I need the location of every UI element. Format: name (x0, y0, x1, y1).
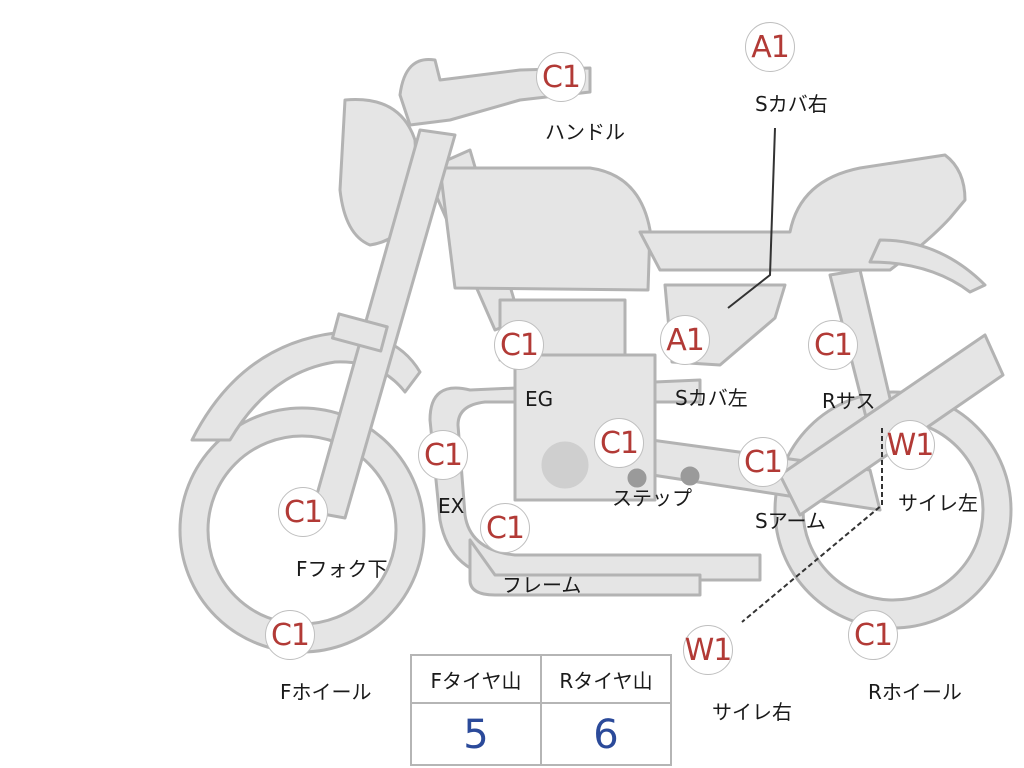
rear-tire-header: Rタイヤ山 (540, 656, 670, 702)
label-exhaust: EX (438, 494, 465, 518)
tire-table-values: 5 6 (412, 704, 670, 766)
marker-swingarm: C1 (738, 437, 788, 487)
marker-front-wheel: C1 (265, 610, 315, 660)
front-tire-header: Fタイヤ山 (430, 668, 522, 693)
marker-front-fork: C1 (278, 487, 328, 537)
label-side-cover-right: Sカバ右 (755, 92, 828, 116)
tire-table-header: Fタイヤ山 Rタイヤ山 (412, 656, 670, 704)
marker-rear-wheel: C1 (848, 610, 898, 660)
label-muffler-right: サイレ右 (712, 700, 792, 724)
label-engine: EG (525, 387, 554, 411)
label-step: ステップ (612, 486, 692, 510)
marker-exhaust: C1 (418, 430, 468, 480)
label-handle: ハンドル (545, 120, 625, 144)
tire-tread-table: Fタイヤ山 Rタイヤ山 5 6 (410, 654, 672, 766)
muffler (778, 333, 1005, 517)
label-frame: フレーム (502, 573, 582, 597)
label-front-wheel: Fホイール (280, 680, 372, 704)
marker-muffler-left: W1 (885, 420, 935, 470)
label-side-cover-left: Sカバ左 (675, 386, 748, 410)
label-front-fork: Fフォク下 (296, 557, 388, 581)
marker-muffler-right: W1 (683, 625, 733, 675)
marker-handle: C1 (536, 52, 586, 102)
marker-rear-suspension: C1 (808, 320, 858, 370)
rear-tire-value: 6 (540, 704, 670, 766)
frame-tube (428, 378, 762, 582)
marker-side-cover-left: A1 (660, 315, 710, 365)
marker-side-cover-right: A1 (745, 22, 795, 72)
fuel-tank (438, 166, 652, 292)
label-swingarm: Sアーム (755, 509, 826, 533)
front-tire-value: 5 (463, 712, 489, 758)
label-rear-wheel: Rホイール (868, 680, 962, 704)
label-rear-suspension: Rサス (822, 389, 876, 413)
marker-engine: C1 (494, 320, 544, 370)
front-fork (310, 128, 457, 520)
label-muffler-left: サイレ左 (898, 491, 978, 515)
marker-frame: C1 (480, 503, 530, 553)
marker-step: C1 (594, 418, 644, 468)
